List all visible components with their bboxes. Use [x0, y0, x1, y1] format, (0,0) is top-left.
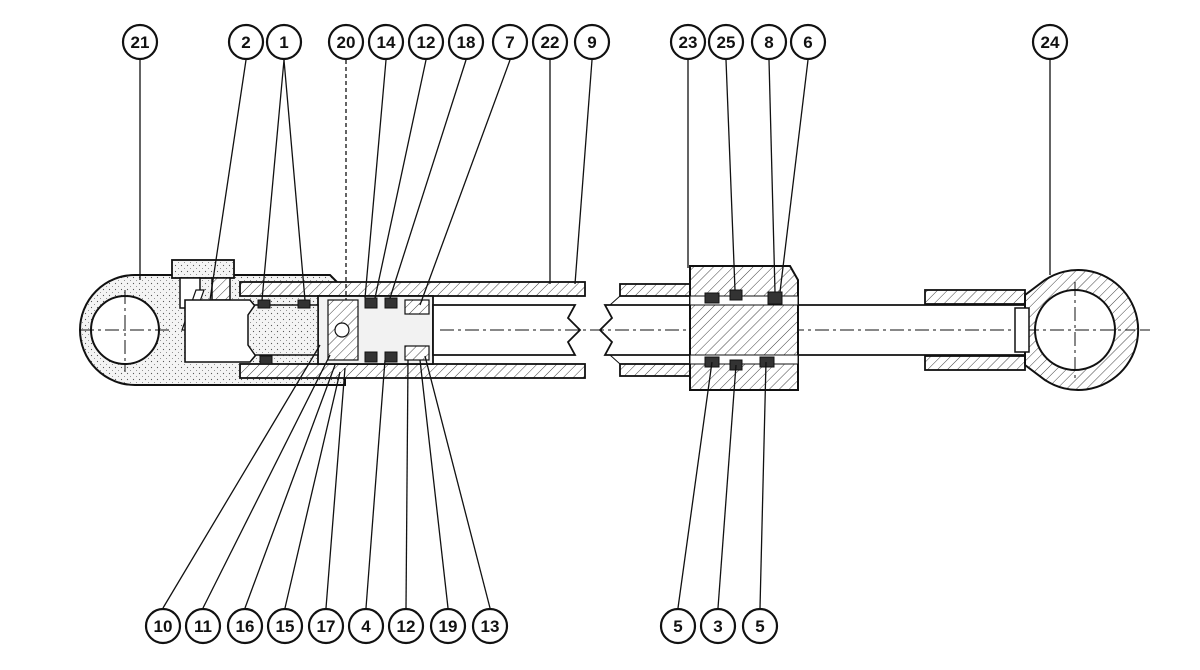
callout-circle	[789, 23, 827, 61]
callout-label: 2	[241, 33, 250, 52]
callout-label: 18	[457, 33, 476, 52]
callout-label: 20	[337, 33, 356, 52]
callout-label: 9	[587, 33, 596, 52]
callout-circle	[1031, 23, 1069, 61]
callout-label: 12	[397, 617, 416, 636]
callout-circle	[121, 23, 159, 61]
callout-label: 1	[279, 33, 288, 52]
callout-circle	[387, 607, 425, 645]
callout-label: 17	[317, 617, 336, 636]
callout-circle	[367, 23, 405, 61]
callout-label: 6	[803, 33, 812, 52]
callout-circle	[573, 23, 611, 61]
callout-circle	[669, 23, 707, 61]
callout-circle	[144, 607, 182, 645]
callout-label: 16	[236, 617, 255, 636]
callout-circle	[429, 607, 467, 645]
callout-label: 4	[361, 617, 371, 636]
callout-label: 23	[679, 33, 698, 52]
callout-label: 7	[505, 33, 514, 52]
callout-label: 3	[713, 617, 722, 636]
callout-circle	[531, 23, 569, 61]
callout-label: 5	[673, 617, 682, 636]
callout-label: 22	[541, 33, 560, 52]
piston-assembly	[247, 295, 434, 365]
callout-label: 5	[755, 617, 764, 636]
callout-label: 25	[717, 33, 736, 52]
callout-label: 12	[417, 33, 436, 52]
callout-circle	[447, 23, 485, 61]
leader-lines	[139, 59, 1051, 609]
rod-end-eye	[924, 269, 1140, 391]
callouts-bottom: 10 11 16 15 17 4 12 19 13 5 3 5	[144, 607, 779, 645]
callout-circle	[750, 23, 788, 61]
callout-circle	[227, 23, 265, 61]
callout-label: 19	[439, 617, 458, 636]
callout-circle	[265, 23, 303, 61]
barrel-right	[609, 283, 691, 377]
callout-label: 14	[377, 33, 396, 52]
callout-circle	[491, 23, 529, 61]
callout-circle	[266, 607, 304, 645]
callout-label: 24	[1041, 33, 1060, 52]
callout-circle	[347, 607, 385, 645]
cylinder-drawing	[79, 259, 1150, 391]
callout-circle	[741, 607, 779, 645]
callout-circle	[699, 607, 737, 645]
callout-label: 10	[154, 617, 173, 636]
callout-circle	[471, 607, 509, 645]
callout-circle	[407, 23, 445, 61]
callout-label: 15	[276, 617, 295, 636]
rod-gland-head	[689, 265, 799, 391]
callout-circle	[707, 23, 745, 61]
callout-label: 13	[481, 617, 500, 636]
callout-label: 11	[194, 617, 212, 636]
callout-circle	[307, 607, 345, 645]
callout-circle	[184, 607, 222, 645]
callout-label: 21	[131, 33, 150, 52]
callout-label: 8	[764, 33, 773, 52]
callout-circle	[226, 607, 264, 645]
callout-circle	[327, 23, 365, 61]
callout-circle	[659, 607, 697, 645]
